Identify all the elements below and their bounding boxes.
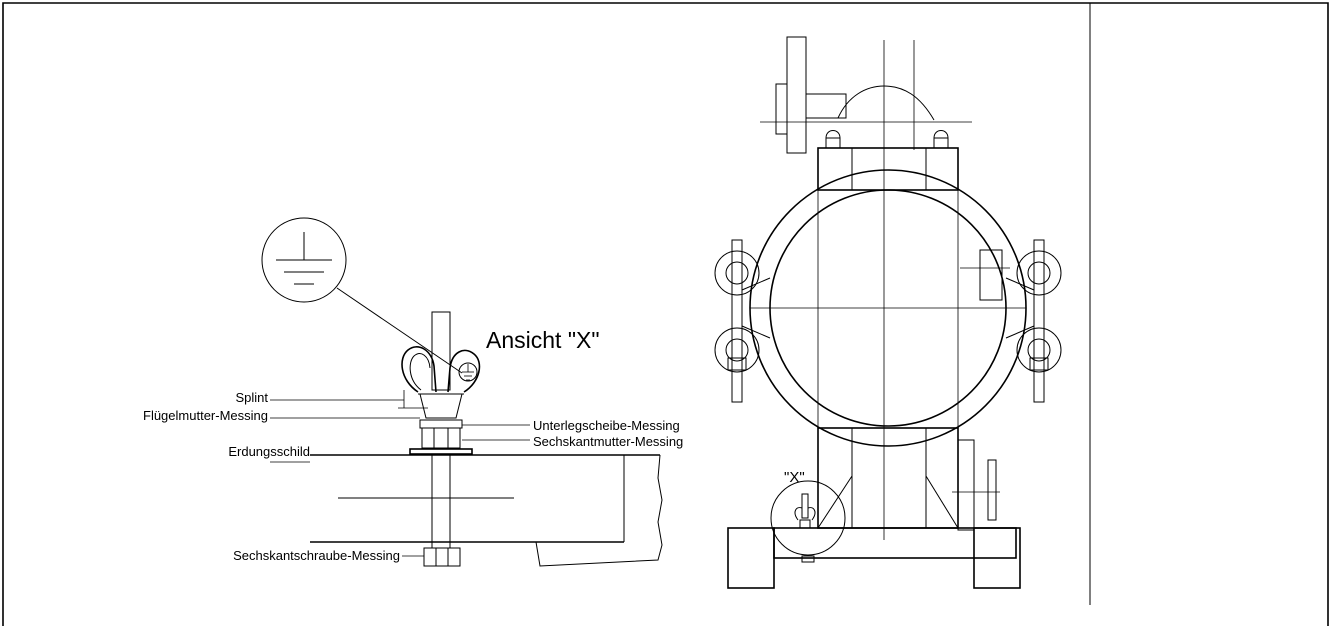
view-title: Ansicht "X" [486,327,599,353]
label-ground-plate: Erdungsschild [228,444,310,459]
leader-lines [270,399,530,557]
ground-terminal-assembly [398,311,481,567]
detail-x-marker: "X" [784,469,805,486]
label-wing-nut: Flügelmutter-Messing [143,408,268,423]
valve-base [727,527,1021,589]
label-splint: Splint [235,390,268,405]
label-hex-bolt: Sechskantschraube-Messing [233,548,400,563]
flange-section [310,454,663,567]
ground-symbol-callout [261,217,463,374]
valve-top-flange [760,36,972,540]
valve-side-clamps [714,239,1062,403]
label-washer: Unterlegscheibe-Messing [533,418,680,433]
detail-x-circle [770,480,846,556]
label-hex-nut: Sechskantmutter-Messing [533,434,683,449]
